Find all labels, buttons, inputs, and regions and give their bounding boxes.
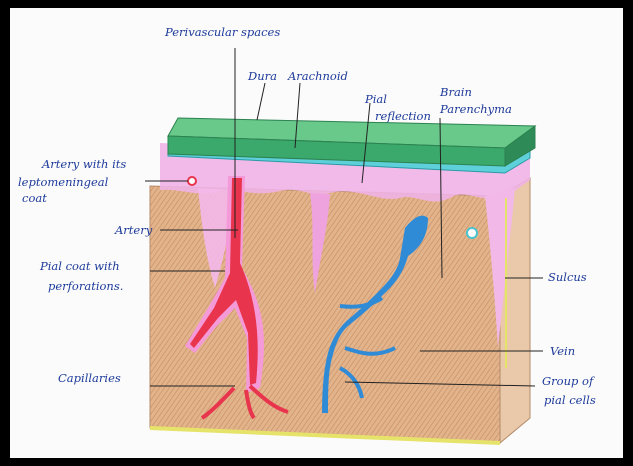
label-pial-coat-1: Pial coat with (39, 259, 120, 273)
label-artery-coat-2: leptomeningeal (18, 175, 109, 189)
artery-leptomeningeal-dot (188, 177, 196, 185)
label-pial-coat-2: perforations. (48, 279, 123, 293)
vein-pial-dot (467, 228, 477, 238)
label-dura: Dura (247, 69, 277, 83)
label-capillaries: Capillaries (58, 371, 121, 385)
label-pial-reflection-1: Pial (364, 92, 387, 106)
label-brain-1: Brain (439, 85, 472, 99)
label-artery-coat-1: Artery with its (41, 157, 126, 171)
label-perivascular-spaces: Perivascular spaces (164, 25, 280, 39)
label-sulcus: Sulcus (548, 270, 587, 284)
label-group-1: Group of (542, 374, 595, 388)
label-brain-2: Parenchyma (439, 102, 512, 116)
diagram-canvas: Perivascular spaces Dura Arachnoid Pial … (10, 8, 623, 458)
label-artery-coat-3: coat (22, 191, 47, 205)
label-arachnoid: Arachnoid (287, 69, 348, 83)
label-pial-reflection-2: reflection (375, 109, 431, 123)
label-vein: Vein (550, 344, 575, 358)
meninges-diagram: Perivascular spaces Dura Arachnoid Pial … (10, 8, 623, 458)
label-artery: Artery (114, 223, 153, 237)
label-group-2: pial cells (544, 393, 596, 407)
